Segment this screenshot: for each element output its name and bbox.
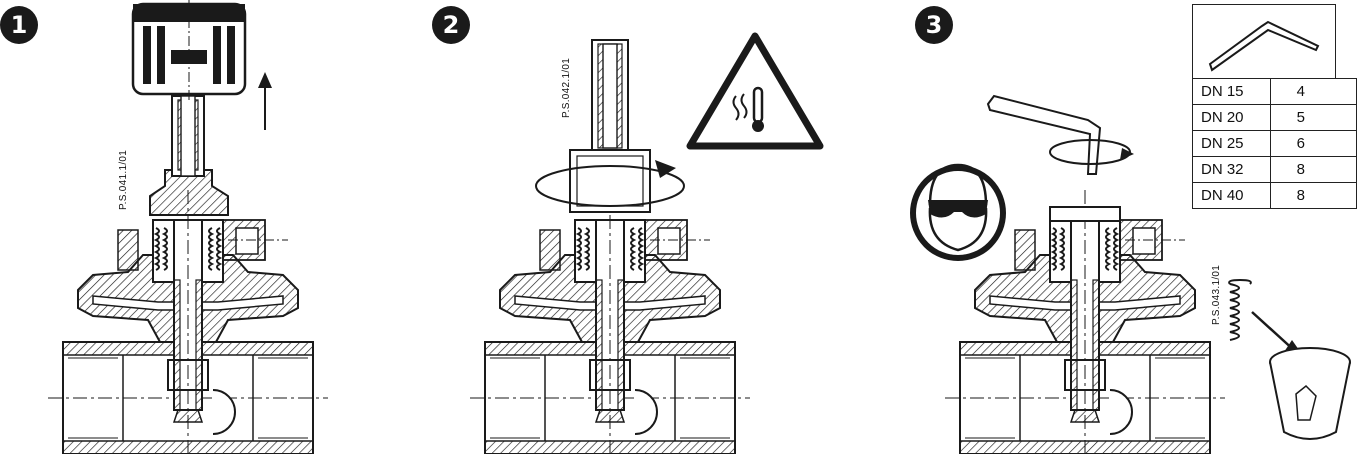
size-cell: 8 [1269,156,1357,183]
table-row: DN 32 8 [1192,156,1357,183]
hex-key-size-box [1192,4,1336,78]
valve-2 [469,189,751,454]
step-3-badge: 3 [915,6,953,44]
trash-bin-icon [1269,347,1351,440]
table-row: DN 40 8 [1192,182,1357,209]
step-3-cap-ring [1049,206,1121,222]
table-hex-key-icon [1208,20,1320,72]
safety-goggles-icon [910,163,1006,261]
dn-cell: DN 32 [1192,156,1271,183]
table-row: DN 15 4 [1192,78,1357,105]
hot-surface-warning-icon [686,32,824,150]
dn-cell: DN 20 [1192,104,1271,131]
dn-cell: DN 15 [1192,78,1271,105]
hex-key-icon [986,94,1134,175]
size-cell: 8 [1269,182,1357,209]
step-1-bonnet [149,95,229,216]
step-2-bonnet [535,39,685,213]
table-row: DN 25 6 [1192,130,1357,157]
table-row: DN 20 5 [1192,104,1357,131]
step-1-cap [131,0,247,100]
rotation-arrow-icon [655,160,676,178]
dn-cell: DN 25 [1192,130,1271,157]
step-1-badge: 1 [0,6,38,44]
size-cell: 4 [1269,78,1357,105]
valve-1 [47,189,329,454]
size-cell: 5 [1269,104,1357,131]
dn-cell: DN 40 [1192,182,1271,209]
step-2-badge: 2 [432,6,470,44]
size-cell: 6 [1269,130,1357,157]
spring-part [1228,278,1252,341]
up-arrow-icon [258,72,272,130]
hex-key-size-table: DN 15 4 DN 20 5 DN 25 6 DN 32 8 DN 40 8 [1192,78,1357,209]
